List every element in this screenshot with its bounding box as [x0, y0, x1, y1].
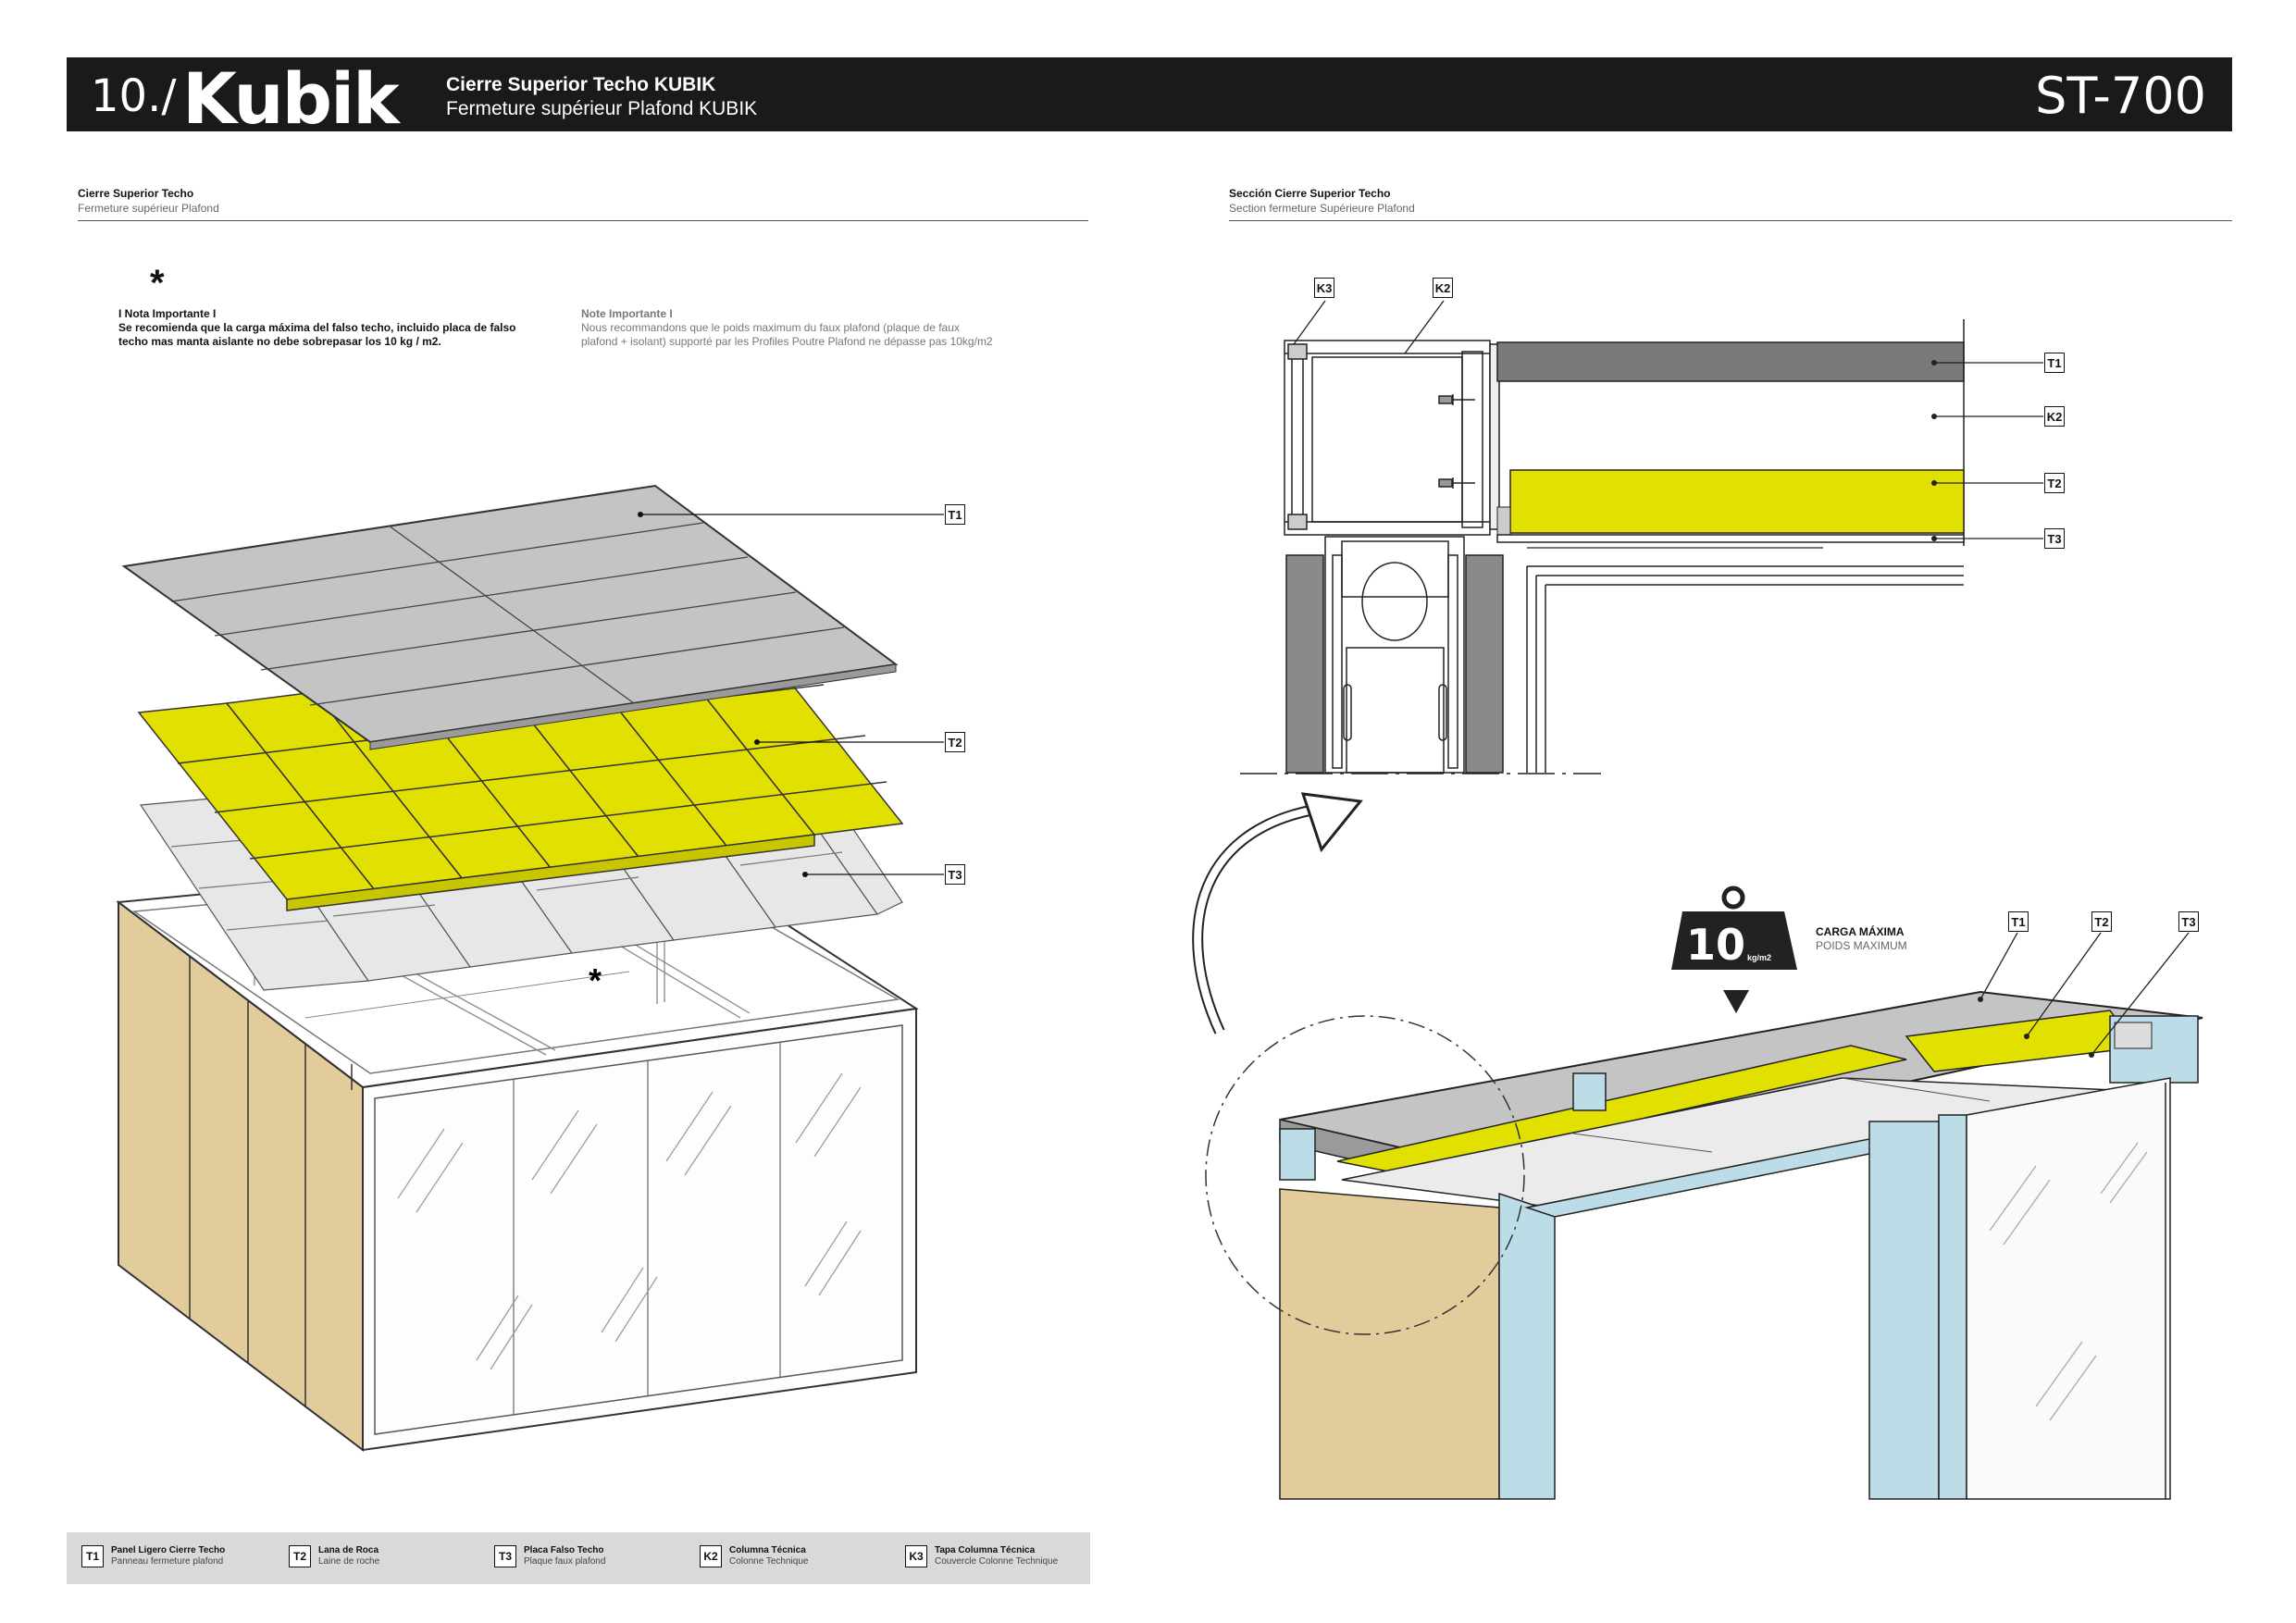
legend-label-es: Columna Técnica	[729, 1545, 806, 1555]
page-number: 10./	[91, 70, 177, 122]
legend-label-es: Lana de Roca	[318, 1545, 379, 1555]
load-label-fr: POIDS MAXIMUM	[1816, 939, 1907, 952]
load-unit: kg/m2	[1747, 953, 1772, 962]
tag-k2-right: K2	[2044, 406, 2065, 427]
legend-label-fr: Couvercle Colonne Technique	[935, 1556, 1059, 1567]
note-es: I Nota Importante I Se recomienda que la…	[118, 307, 581, 349]
column-profile	[1284, 340, 1500, 536]
note-es-line2: techo mas manta aislante no debe sobrepa…	[118, 335, 441, 348]
right-section-subtitle: Section fermeture Supérieure Plafond	[1229, 202, 1415, 215]
legend-item-k3: K3 Tapa Columna Técnica Couvercle Colonn…	[905, 1545, 1058, 1567]
tag-t2-cut: T2	[2091, 911, 2112, 932]
tag-t3-cut: T3	[2178, 911, 2199, 932]
note-fr-heading: Note Importante I	[581, 307, 673, 320]
right-section-rule	[1229, 220, 2232, 221]
note-es-line1: Se recomienda que la carga máxima del fa…	[118, 321, 516, 334]
header-title-es: Cierre Superior Techo KUBIK	[446, 74, 716, 95]
legend-label-fr: Laine de roche	[318, 1556, 380, 1567]
note-fr-line1: Nous recommandons que le poids maximum d…	[581, 321, 960, 334]
tag-t2-left: T2	[945, 732, 965, 752]
legend-item-t1: T1 Panel Ligero Cierre Techo Panneau fer…	[81, 1545, 225, 1567]
tag-t1-cut: T1	[2008, 911, 2029, 932]
weight-icon	[1671, 886, 1797, 1013]
tag-t1-left: T1	[945, 504, 965, 525]
brand-logo: Kubik	[182, 57, 400, 140]
tag-t3-left: T3	[945, 864, 965, 885]
legend-code: K2	[700, 1545, 722, 1567]
legend-item-t2: T2 Lana de Roca Laine de roche	[289, 1545, 379, 1567]
header-title-fr: Fermeture supérieur Plafond KUBIK	[446, 98, 758, 119]
curved-arrow	[1192, 804, 1316, 1035]
section-t1-panel	[1496, 341, 1965, 382]
left-section-subtitle: Fermeture supérieur Plafond	[78, 202, 219, 215]
legend-item-t3: T3 Placa Falso Techo Plaque faux plafond	[494, 1545, 605, 1567]
left-section-rule	[78, 220, 1088, 221]
legend-bar: T1 Panel Ligero Cierre Techo Panneau fer…	[67, 1532, 1090, 1584]
legend-label-es: Panel Ligero Cierre Techo	[111, 1545, 226, 1555]
lower-frame	[1285, 536, 1964, 774]
load-label-es: CARGA MÁXIMA	[1816, 925, 1905, 938]
legend-code: T3	[494, 1545, 516, 1567]
pergola-structure	[116, 848, 919, 1453]
note-fr: Note Importante I Nous recommandons que …	[581, 307, 1062, 349]
asterisk-mark: *	[150, 263, 165, 304]
left-section-title: Cierre Superior Techo	[78, 187, 194, 200]
tag-t1-section: T1	[2044, 353, 2065, 373]
right-section-title: Sección Cierre Superior Techo	[1229, 187, 1391, 200]
exploded-view-drawing: *	[116, 484, 944, 1453]
load-value: 10	[1686, 920, 1746, 970]
page-header: 10./ Kubik Cierre Superior Techo KUBIK F…	[67, 57, 2232, 140]
legend-label-fr: Panneau fermeture plafond	[111, 1556, 224, 1567]
legend-label-es: Placa Falso Techo	[524, 1545, 604, 1555]
note-fr-line2: plafond + isolant) supporté par les Prof…	[581, 335, 993, 348]
t1-top-panel-layer	[121, 484, 899, 750]
legend-label-fr: Colonne Technique	[729, 1556, 809, 1567]
legend-code: T1	[81, 1545, 104, 1567]
tag-t3-section: T3	[2044, 528, 2065, 549]
product-code: ST-700	[2035, 67, 2206, 125]
section-t2-panel	[1509, 469, 1965, 534]
legend-item-k2: K2 Columna Técnica Colonne Technique	[700, 1545, 808, 1567]
section-t3-plate	[1496, 534, 1965, 543]
tag-k2-section: K2	[1433, 278, 1453, 298]
tag-k3-section: K3	[1314, 278, 1334, 298]
section-drawing	[1192, 300, 2203, 1500]
structure-asterisk: *	[589, 961, 602, 999]
legend-code: K3	[905, 1545, 927, 1567]
tag-t2-section: T2	[2044, 473, 2065, 493]
legend-label-fr: Plaque faux plafond	[524, 1556, 606, 1567]
cut-view-3d	[1205, 990, 2203, 1500]
legend-code: T2	[289, 1545, 311, 1567]
leader-lines	[640, 514, 944, 875]
legend-label-es: Tapa Columna Técnica	[935, 1545, 1036, 1555]
note-es-heading: I Nota Importante I	[118, 307, 217, 320]
